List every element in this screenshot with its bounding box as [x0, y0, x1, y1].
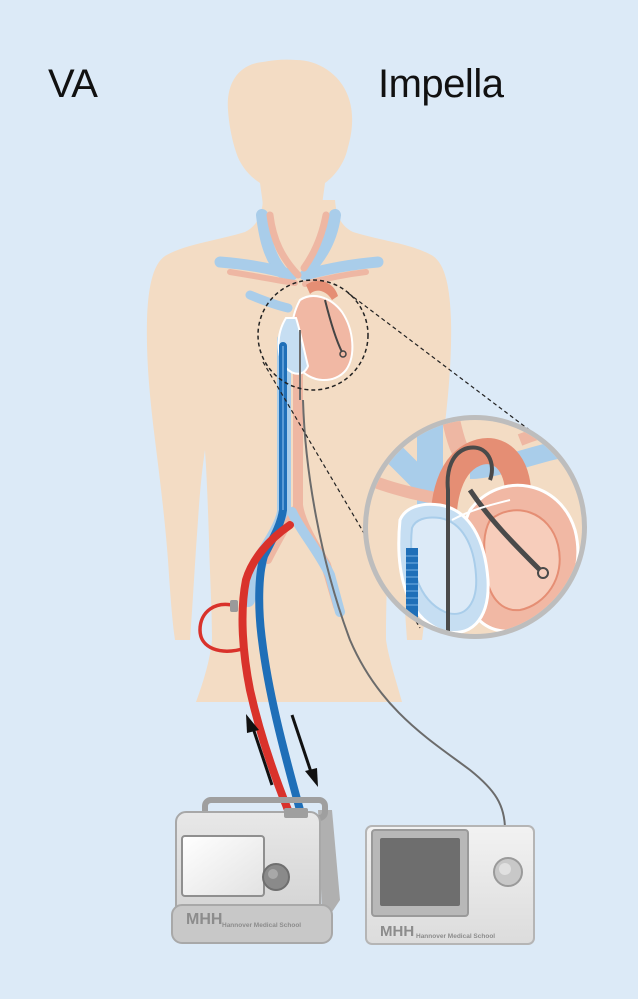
- magnifier-circle-icon: [257, 279, 541, 629]
- ecmo-cannulas: [198, 342, 304, 814]
- impella-driveline: [302, 399, 506, 831]
- flow-arrows: [246, 714, 318, 787]
- impella-console: MHH Hannover Medical School: [365, 825, 535, 945]
- label-va: VA: [48, 62, 98, 106]
- ecmo-institution: Hannover Medical School: [222, 922, 301, 929]
- ecmo-console: MHH Hannover Medical School: [171, 797, 340, 944]
- flow-out-arrow-icon: [246, 714, 274, 786]
- impella-institution: Hannover Medical School: [416, 933, 495, 940]
- ecmo-logo: MHH: [186, 911, 222, 928]
- label-impella: Impella: [378, 62, 504, 106]
- flow-in-arrow-icon: [290, 714, 318, 787]
- vessel-tree: [214, 209, 384, 617]
- impella-logo: MHH: [380, 923, 414, 940]
- zoomed-heart: [363, 415, 587, 639]
